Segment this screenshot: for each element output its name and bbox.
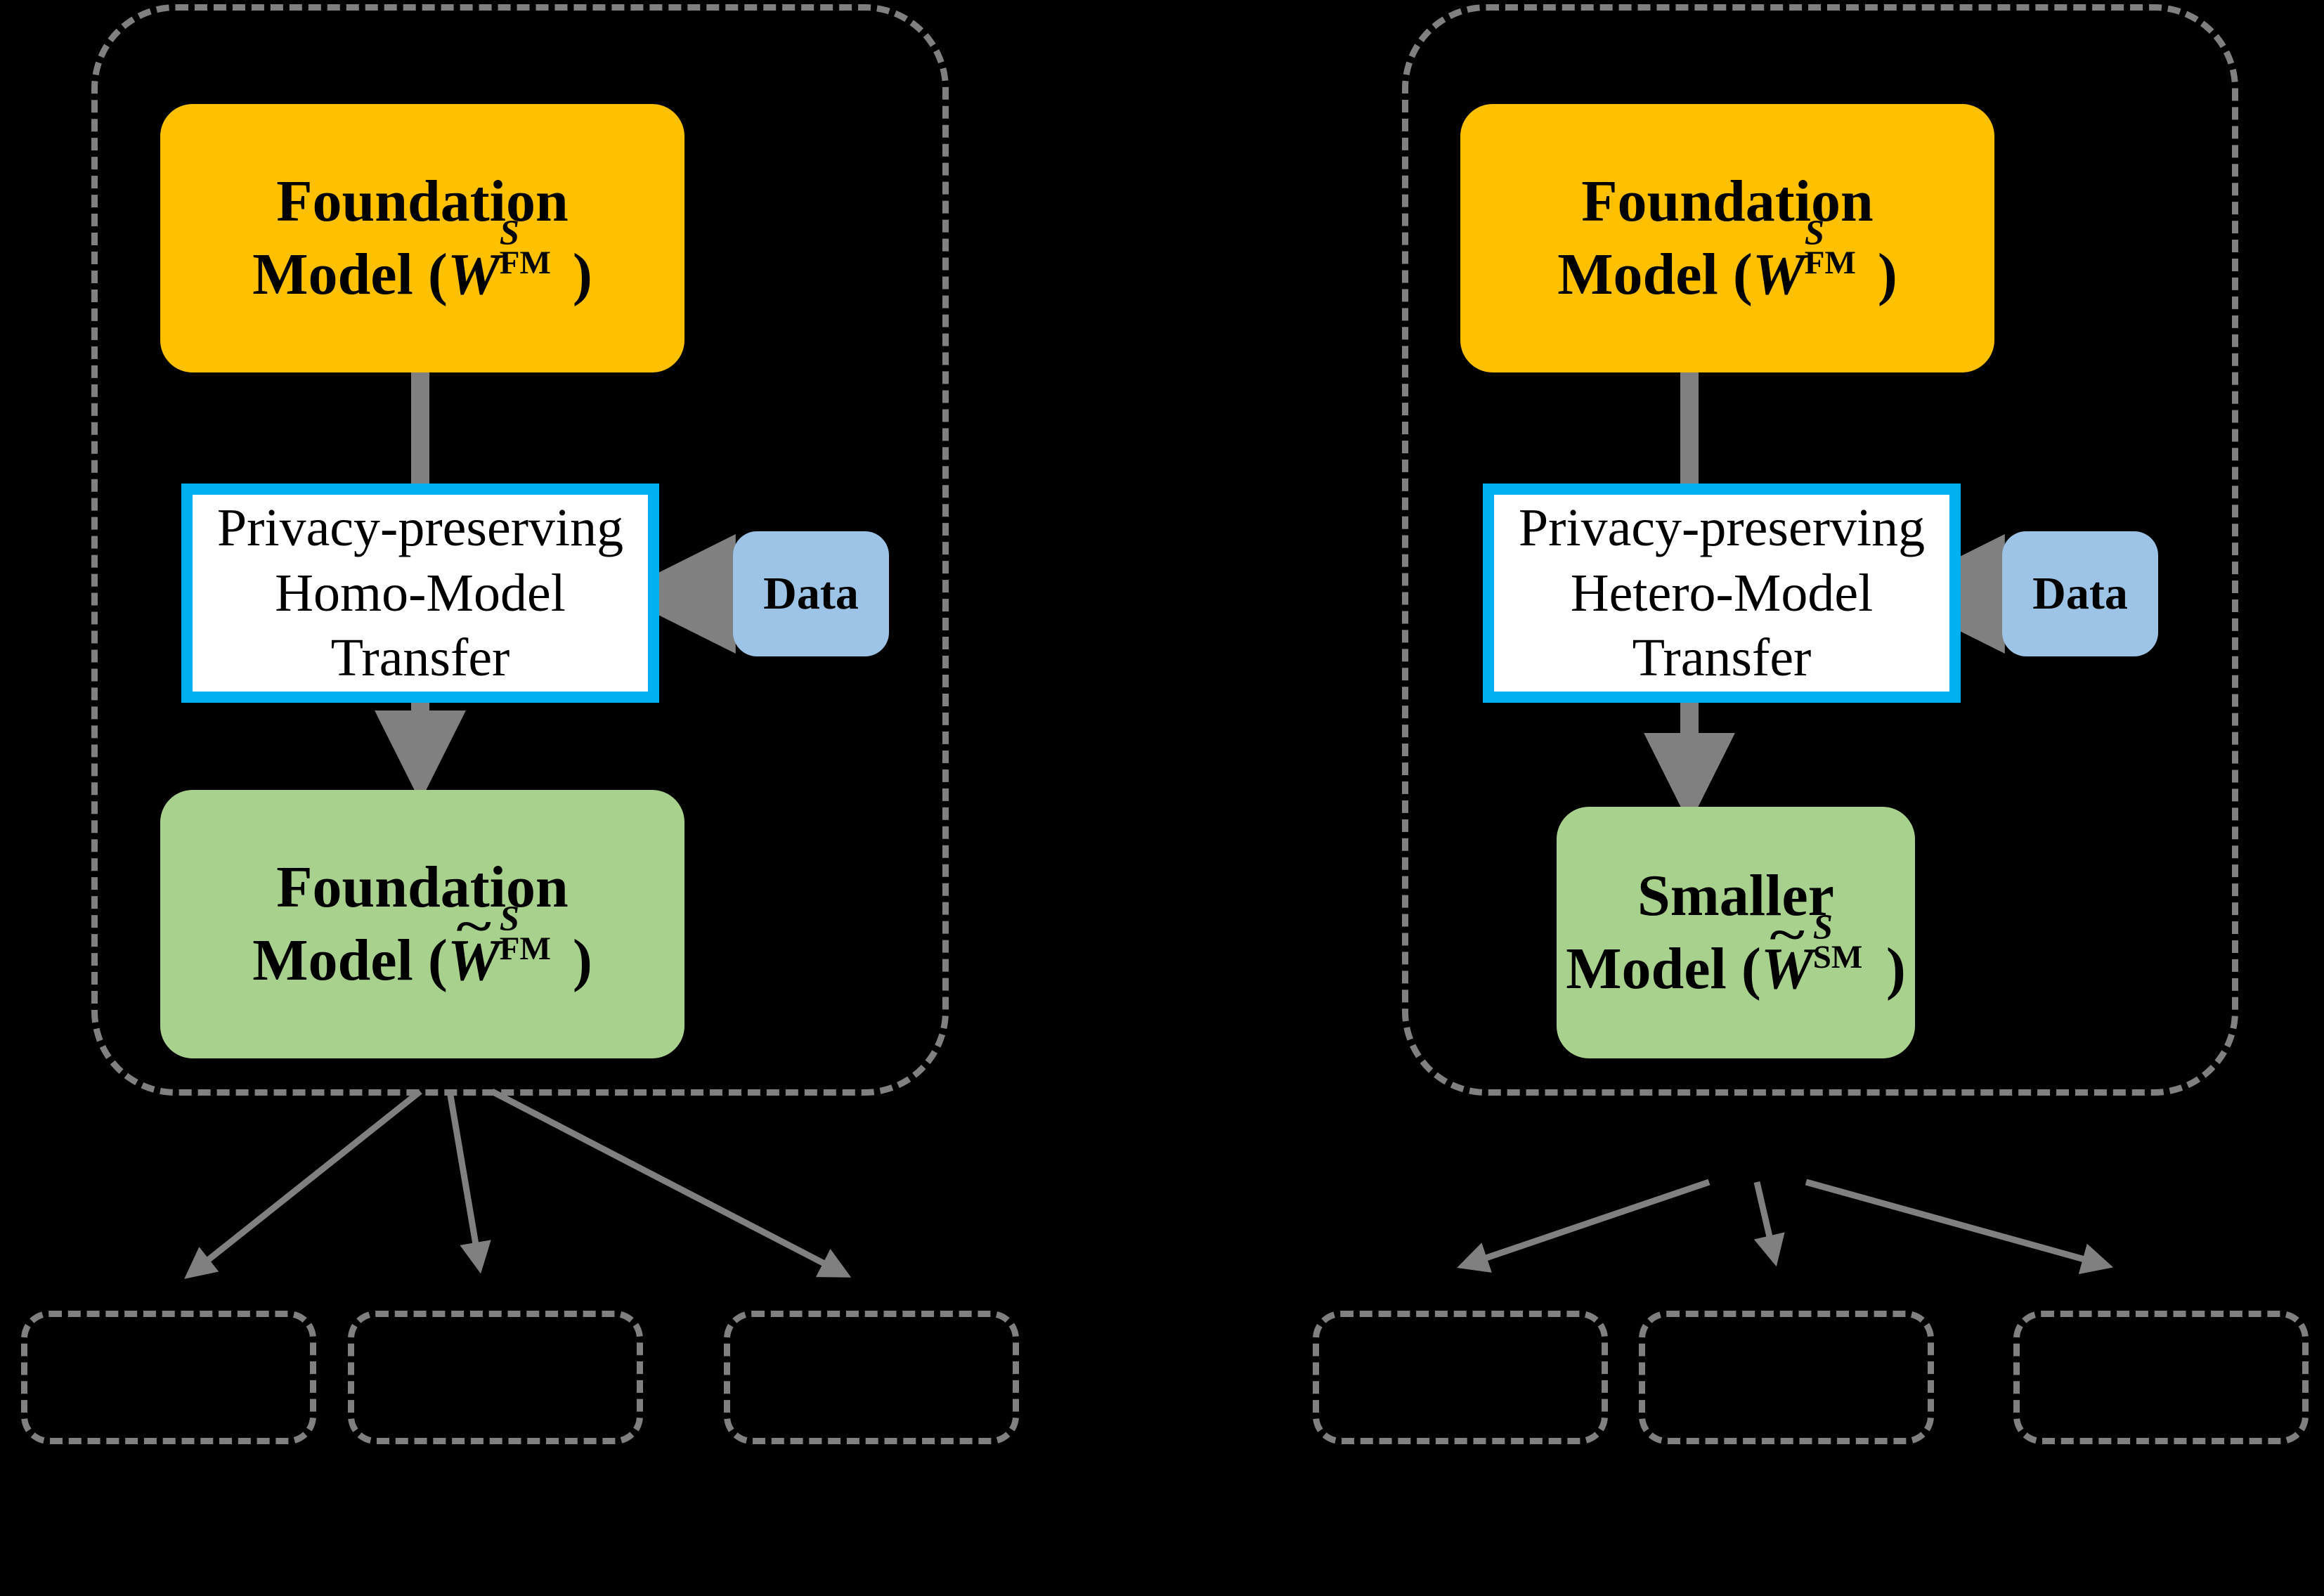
tilde-accent-hetero: ~ (1770, 910, 1805, 961)
source-model-line1-hetero: Foundation (1581, 168, 1874, 234)
arrow-fanout-left-3 (490, 1089, 852, 1278)
transfer-line2-hetero: Hetero-Model (1570, 563, 1874, 623)
downstream-slot-hetero-1 (1313, 1311, 1608, 1444)
source-model-line1-homo: Foundation (276, 168, 569, 234)
transfer-line1-homo: Privacy-preserving (216, 498, 624, 557)
transfer-line3-hetero: Transfer (1632, 628, 1812, 688)
tilde-accent-homo: ~ (456, 902, 491, 953)
data-label-homo: Data (763, 568, 859, 620)
panel-frame-homo (91, 4, 949, 1096)
transfer-line3-homo: Transfer (330, 628, 510, 688)
transfer-line1-hetero: Privacy-preserving (1518, 498, 1926, 557)
transfer-line2-homo: Homo-Model (275, 563, 566, 623)
arrow-fanout-right-1 (1457, 1179, 1710, 1273)
downstream-slot-homo-1 (21, 1311, 316, 1444)
arrow-fanout-right-3 (1805, 1179, 2114, 1275)
downstream-slot-homo-2 (348, 1311, 643, 1444)
data-box-homo: Data (733, 531, 889, 656)
target-model-line1-hetero: Smaller (1637, 862, 1834, 928)
data-box-hetero: Data (2002, 531, 2158, 656)
arrow-fanout-left-2 (446, 1091, 491, 1274)
data-label-hetero: Data (2032, 568, 2128, 620)
transfer-box-hetero: Privacy-preserving Hetero-Model Transfer (1483, 484, 1961, 703)
transfer-box-homo: Privacy-preserving Homo-Model Transfer (181, 484, 659, 703)
downstream-slot-hetero-2 (1639, 1311, 1934, 1444)
arrow-fanout-left-1 (184, 1089, 422, 1279)
panel-frame-hetero (1402, 4, 2238, 1096)
downstream-slot-homo-3 (724, 1311, 1019, 1444)
target-model-line1-homo: Foundation (276, 854, 569, 920)
downstream-slot-hetero-3 (2013, 1311, 2309, 1444)
arrow-fanout-right-2 (1753, 1181, 1785, 1267)
